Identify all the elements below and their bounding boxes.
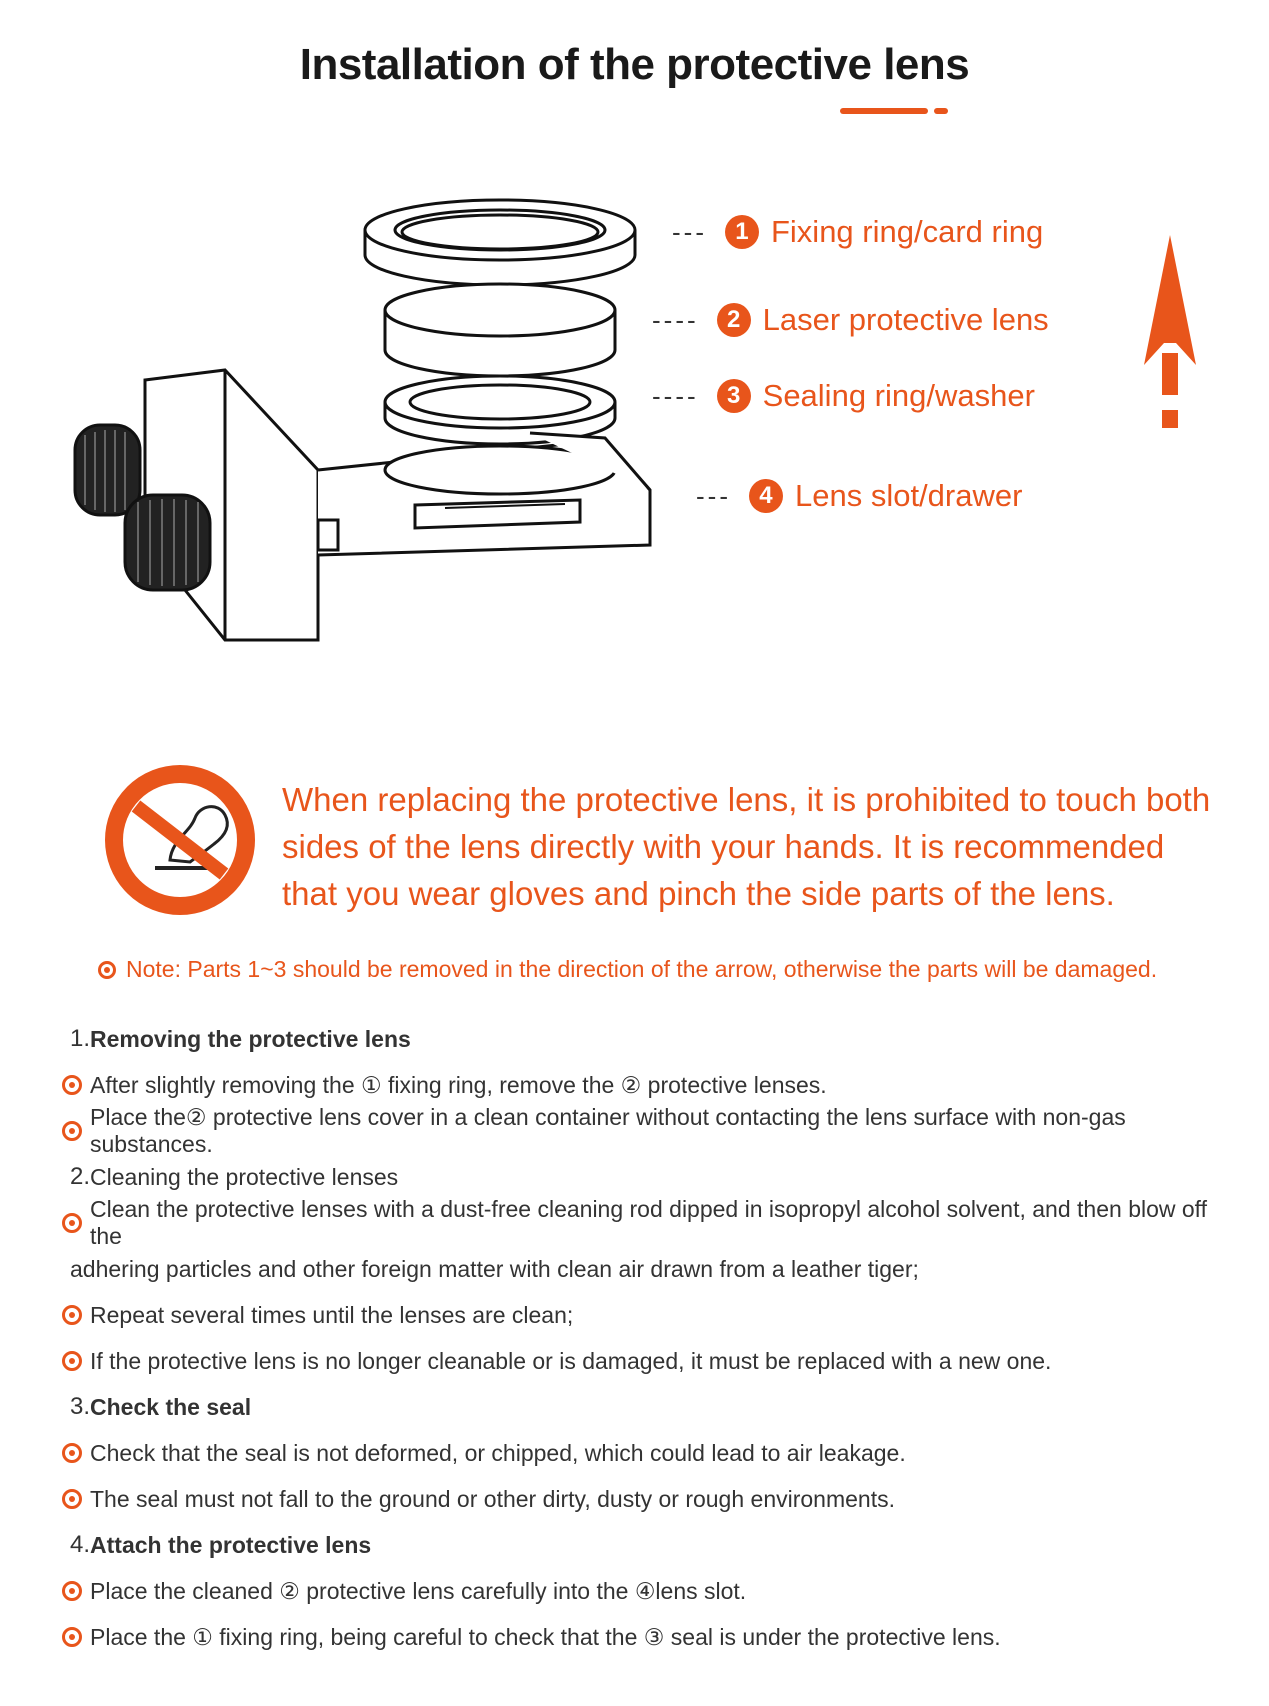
sealing-ring-drawing <box>383 374 617 446</box>
part-2-label: ---- 2 Laser protective lens <box>652 302 1049 337</box>
list-item: If the protective lens is no longer clea… <box>62 1338 1222 1384</box>
part-number-badge: 1 <box>724 215 759 249</box>
bullet-icon <box>62 1121 82 1141</box>
bullet-icon <box>62 1213 82 1233</box>
list-item: Check that the seal is not deformed, or … <box>62 1430 1222 1476</box>
part-number-badge: 4 <box>748 479 783 513</box>
step-1-heading: 1.Removing the protective lens <box>70 1025 411 1052</box>
bullet-icon <box>98 960 116 979</box>
list-item: Place the ① fixing ring, being careful t… <box>62 1614 1222 1660</box>
page-title: Installation of the protective lens <box>299 40 970 89</box>
list-item: Place the② protective lens cover in a cl… <box>62 1104 1222 1157</box>
warning-text: When replacing the protective lens, it i… <box>282 781 1211 912</box>
bullet-icon <box>62 1075 82 1095</box>
note: Note: Parts 1~3 should be removed in the… <box>98 956 1157 983</box>
list-item: Clean the protective lenses with a dust-… <box>62 1196 1222 1249</box>
lens-assembly-diagram <box>73 198 652 642</box>
bullet-icon <box>62 1489 82 1509</box>
bullet-icon <box>62 1351 82 1371</box>
bullet-icon <box>62 1443 82 1463</box>
bullet-icon <box>62 1581 82 1601</box>
protective-lens-drawing <box>383 282 617 378</box>
list-item: Place the cleaned ② protective lens care… <box>62 1568 1222 1614</box>
bullet-icon <box>62 1627 82 1647</box>
instruction-steps: 1.Removing the protective lens After sli… <box>62 1016 1222 1660</box>
no-touch-icon <box>105 765 255 915</box>
adjustment-knobs-drawing <box>73 423 212 592</box>
list-item-continuation: adhering particles and other foreign mat… <box>70 1255 919 1282</box>
part-3-label: ---- 3 Sealing ring/washer <box>652 378 1035 413</box>
title-underline-dot <box>934 108 948 114</box>
part-number-badge: 3 <box>716 379 751 413</box>
list-item: After slightly removing the ① fixing rin… <box>62 1062 1222 1108</box>
list-item: Repeat several times until the lenses ar… <box>62 1292 1222 1338</box>
step-4-heading: 4.Attach the protective lens <box>70 1531 372 1558</box>
step-2-heading: 2.Cleaning the protective lenses <box>70 1163 399 1190</box>
fixing-ring-drawing <box>363 198 637 287</box>
arrow-up-icon <box>1144 235 1196 428</box>
title-underline <box>840 108 928 114</box>
part-1-label: --- 1 Fixing ring/card ring <box>672 214 1044 249</box>
part-4-label: --- 4 Lens slot/drawer <box>696 478 1023 513</box>
list-item: The seal must not fall to the ground or … <box>62 1476 1222 1522</box>
bullet-icon <box>62 1305 82 1325</box>
part-number-badge: 2 <box>716 303 751 337</box>
step-3-heading: 3.Check the seal <box>70 1393 252 1420</box>
